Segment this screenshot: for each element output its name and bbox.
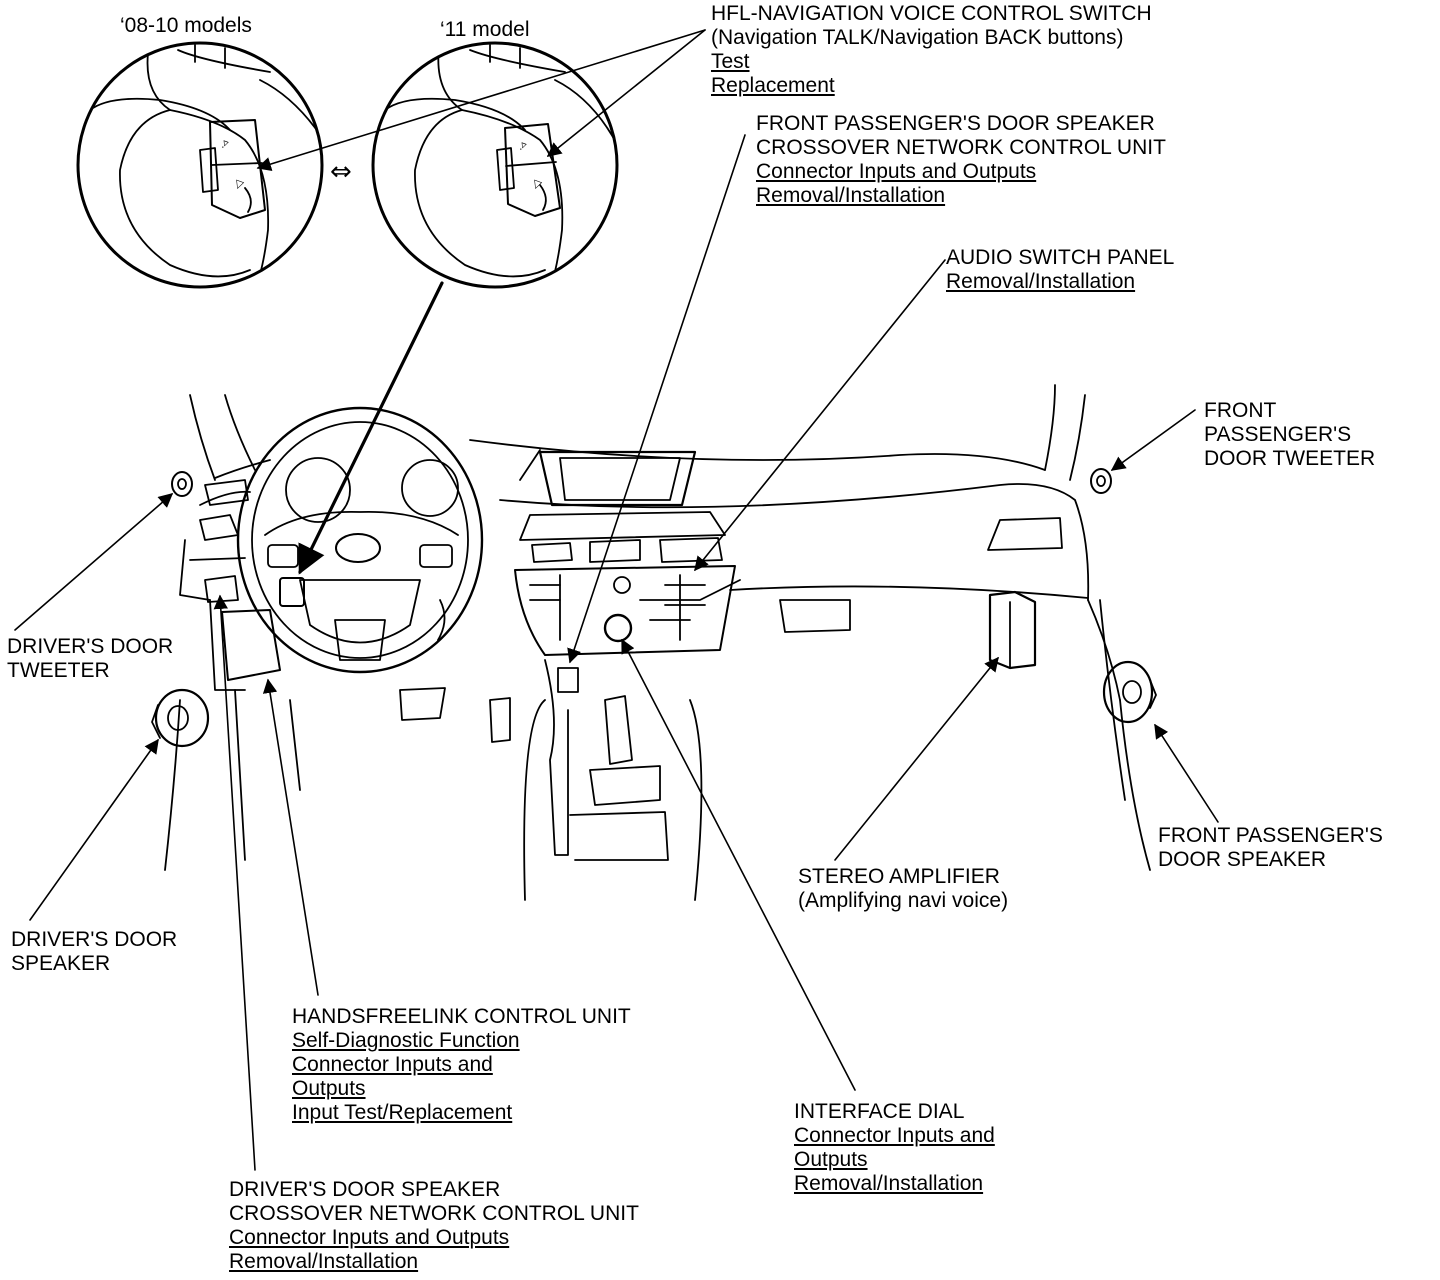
inset-caption-11: ‘11 model: [440, 18, 530, 42]
link-test[interactable]: Test: [711, 50, 750, 73]
label-fp-door-speaker: FRONT PASSENGER'S DOOR SPEAKER: [1158, 824, 1383, 872]
label-fp-crossover-unit: FRONT PASSENGER'S DOOR SPEAKER CROSSOVER…: [756, 112, 1166, 208]
inset-caption-08-10: ‘08-10 models: [120, 14, 252, 38]
label-title: AUDIO SWITCH PANEL: [946, 246, 1175, 269]
label-line: DRIVER'S DOOR: [11, 928, 178, 951]
label-title: FRONT PASSENGER'S DOOR SPEAKER: [756, 112, 1155, 135]
label-subtitle: (Amplifying navi voice): [798, 889, 1009, 912]
caption-text: ‘11 model: [440, 18, 530, 41]
label-subtitle: (Navigation TALK/Navigation BACK buttons…: [711, 26, 1124, 49]
dashboard-illustration: [151, 384, 1157, 901]
label-line: FRONT: [1204, 399, 1277, 422]
link-connector-io-cont[interactable]: Outputs: [292, 1077, 366, 1100]
link-self-diagnostic[interactable]: Self-Diagnostic Function: [292, 1029, 520, 1052]
caption-text: ‘08-10 models: [120, 14, 252, 37]
link-removal-installation[interactable]: Removal/Installation: [756, 184, 946, 207]
talk-glyph-left: ᐧ◃: [217, 138, 232, 151]
link-input-test-replacement[interactable]: Input Test/Replacement: [292, 1101, 513, 1124]
talk-glyph-right: ᐧ◃: [515, 140, 530, 153]
link-connector-io[interactable]: Connector Inputs and Outputs: [756, 160, 1037, 183]
link-removal-installation[interactable]: Removal/Installation: [229, 1250, 419, 1273]
label-title: HANDSFREELINK CONTROL UNIT: [292, 1005, 631, 1028]
link-connector-io-cont[interactable]: Outputs: [794, 1148, 868, 1171]
label-interface-dial: INTERFACE DIAL Connector Inputs and Outp…: [794, 1100, 995, 1196]
label-line: SPEAKER: [11, 952, 111, 975]
inset-11-model: [371, 41, 619, 289]
label-driver-door-tweeter: DRIVER'S DOOR TWEETER: [7, 635, 173, 683]
link-connector-io[interactable]: Connector Inputs and: [794, 1124, 995, 1147]
label-line: DOOR TWEETER: [1204, 447, 1376, 470]
label-line: DRIVER'S DOOR: [7, 635, 174, 658]
label-title: HFL-NAVIGATION VOICE CONTROL SWITCH: [711, 2, 1152, 25]
label-title: DRIVER'S DOOR SPEAKER: [229, 1178, 501, 1201]
link-removal-installation[interactable]: Removal/Installation: [946, 270, 1136, 293]
label-line: DOOR SPEAKER: [1158, 848, 1327, 871]
back-glyph-left: ◁: [231, 178, 246, 191]
link-replacement[interactable]: Replacement: [711, 74, 835, 97]
label-fp-door-tweeter: FRONT PASSENGER'S DOOR TWEETER: [1204, 399, 1375, 471]
inset-08-10-models: [76, 41, 324, 289]
link-connector-io[interactable]: Connector Inputs and Outputs: [229, 1226, 510, 1249]
link-removal-installation[interactable]: Removal/Installation: [794, 1172, 984, 1195]
label-title: CROSSOVER NETWORK CONTROL UNIT: [229, 1202, 639, 1225]
back-glyph-right: ◁: [529, 178, 544, 191]
label-driver-crossover-unit: DRIVER'S DOOR SPEAKER CROSSOVER NETWORK …: [229, 1178, 639, 1274]
label-line: FRONT PASSENGER'S: [1158, 824, 1383, 847]
leader-lines: [14, 29, 1219, 1171]
model-switch-arrow-icon: ⇔: [330, 157, 352, 187]
label-line: PASSENGER'S: [1204, 423, 1352, 446]
label-handsfreelink-unit: HANDSFREELINK CONTROL UNIT Self-Diagnost…: [292, 1005, 631, 1125]
label-title: STEREO AMPLIFIER: [798, 865, 1000, 888]
label-title: CROSSOVER NETWORK CONTROL UNIT: [756, 136, 1166, 159]
link-connector-io[interactable]: Connector Inputs and: [292, 1053, 493, 1076]
label-driver-door-speaker: DRIVER'S DOOR SPEAKER: [11, 928, 177, 976]
label-title: INTERFACE DIAL: [794, 1100, 965, 1123]
arrow-symbol: ⇔: [330, 157, 352, 187]
label-audio-switch-panel: AUDIO SWITCH PANEL Removal/Installation: [946, 246, 1174, 294]
label-hfl-voice-switch: HFL-NAVIGATION VOICE CONTROL SWITCH (Nav…: [711, 2, 1152, 98]
label-line: TWEETER: [7, 659, 110, 682]
label-stereo-amplifier: STEREO AMPLIFIER (Amplifying navi voice): [798, 865, 1008, 913]
